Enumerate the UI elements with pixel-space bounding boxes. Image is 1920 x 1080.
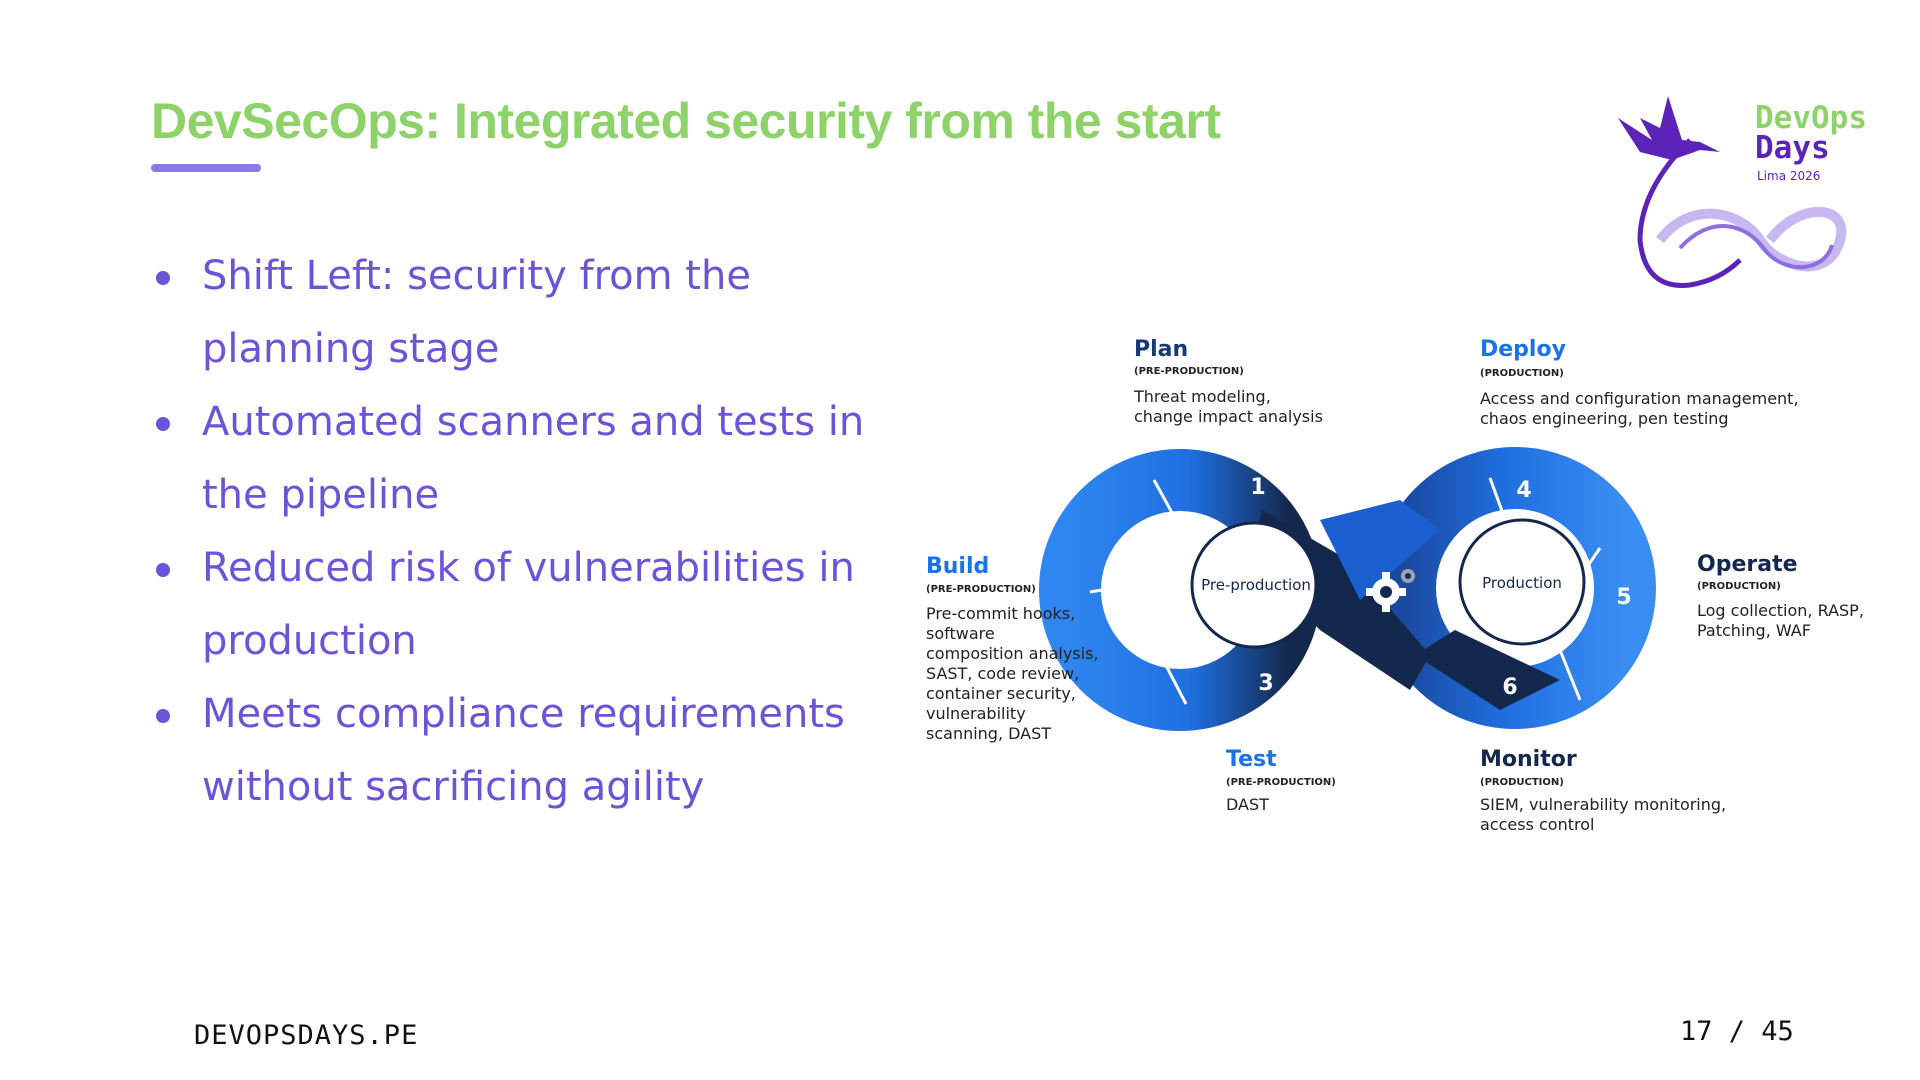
stage-desc-line: SIEM, vulnerability monitoring, (1480, 795, 1726, 814)
bullet-shift-left: Shift Left: security from the planning s… (155, 240, 885, 386)
bullet-reduced-risk: Reduced risk of vulnerabilities in produ… (155, 532, 885, 678)
stage-phase: (PRE-PRODUCTION) (1134, 366, 1244, 377)
stage-test: Test (PRE-PRODUCTION) DAST (1226, 747, 1336, 814)
infinity-band (1039, 447, 1656, 731)
stage-desc-line: Access and configuration management, (1480, 389, 1799, 408)
center-label-preproduction: Pre-production (1201, 576, 1311, 594)
bullet-text: Reduced risk of vulnerabilities in produ… (202, 545, 855, 664)
bullet-dot (156, 417, 170, 431)
stage-monitor: Monitor (PRODUCTION) SIEM, vulnerability… (1480, 747, 1726, 834)
bullet-list: Shift Left: security from the planning s… (155, 240, 885, 824)
stage-desc-line: SAST, code review, (926, 664, 1079, 683)
logo-line2: Days (1755, 130, 1830, 166)
stage-desc-line: chaos engineering, pen testing (1480, 409, 1729, 428)
stage-title: Build (926, 554, 989, 579)
stage-desc-line: change impact analysis (1134, 407, 1323, 426)
stage-number-6: 6 (1502, 675, 1517, 700)
stage-title: Monitor (1480, 747, 1577, 772)
center-label-production: Production (1482, 574, 1562, 592)
title-underline (151, 164, 261, 172)
stage-operate: Operate (PRODUCTION) Log collection, RAS… (1697, 552, 1864, 640)
stage-desc-line: container security, (926, 684, 1076, 703)
devsecops-infinity-diagram: Pre-production Production 1 2 3 4 5 6 Pl… (926, 337, 1864, 834)
logo-subtitle: Lima 2026 (1757, 169, 1820, 183)
stage-deploy: Deploy (PRODUCTION) Access and configura… (1480, 337, 1799, 428)
stage-number-4: 4 (1516, 478, 1531, 503)
stage-phase: (PRE-PRODUCTION) (1226, 777, 1336, 788)
bullet-dot (156, 271, 170, 285)
stage-number-2: 2 (1156, 590, 1171, 615)
stage-phase: (PRODUCTION) (1480, 777, 1564, 788)
stage-title: Operate (1697, 552, 1798, 577)
stage-desc-line: DAST (1226, 795, 1269, 814)
stage-phase: (PRE-PRODUCTION) (926, 584, 1036, 595)
logo-line1: DevOps (1755, 100, 1867, 136)
hummingbird-logo-icon (1618, 96, 1742, 288)
stage-phase: (PRODUCTION) (1480, 368, 1564, 379)
slide-title: DevSecOps: Integrated security from the … (151, 93, 1221, 149)
bullet-dot (156, 709, 170, 723)
bullet-text: Meets compliance requirements without sa… (202, 691, 845, 810)
devopsdays-logo: DevOps Days Lima 2026 (1618, 96, 1867, 288)
stage-desc-line: scanning, DAST (926, 724, 1051, 743)
stage-number-3: 3 (1258, 671, 1273, 696)
bullet-text: Shift Left: security from the planning s… (202, 253, 751, 372)
bullet-automated-scanners: Automated scanners and tests in the pipe… (155, 386, 885, 532)
stage-desc-line: vulnerability (926, 704, 1026, 723)
stage-desc-line: access control (1480, 815, 1594, 834)
gear-icon (1366, 569, 1415, 612)
bullet-compliance: Meets compliance requirements without sa… (155, 678, 885, 824)
stage-desc-line: composition analysis, (926, 644, 1099, 663)
stage-number-5: 5 (1616, 585, 1631, 610)
stage-desc-line: Pre-commit hooks, (926, 604, 1075, 623)
infinity-logo-icon (1656, 206, 1847, 272)
footer-site: DEVOPSDAYS.PE (194, 1020, 419, 1051)
bullet-dot (156, 563, 170, 577)
stage-desc-line: Patching, WAF (1697, 621, 1811, 640)
stage-desc-line: Threat modeling, (1133, 387, 1271, 406)
stage-build: Build (PRE-PRODUCTION) Pre-commit hooks,… (926, 554, 1099, 743)
stage-title: Plan (1134, 337, 1188, 362)
stage-desc-line: software (926, 624, 995, 643)
stage-number-1: 1 (1250, 475, 1265, 500)
stage-phase: (PRODUCTION) (1697, 581, 1781, 592)
stage-title: Test (1226, 747, 1277, 772)
stage-title: Deploy (1480, 337, 1566, 362)
stage-desc-line: Log collection, RASP, (1697, 601, 1864, 620)
page-number: 17 / 45 (1680, 1016, 1794, 1047)
bullet-text: Automated scanners and tests in the pipe… (202, 399, 865, 518)
stage-plan: Plan (PRE-PRODUCTION) Threat modeling, c… (1133, 337, 1323, 426)
